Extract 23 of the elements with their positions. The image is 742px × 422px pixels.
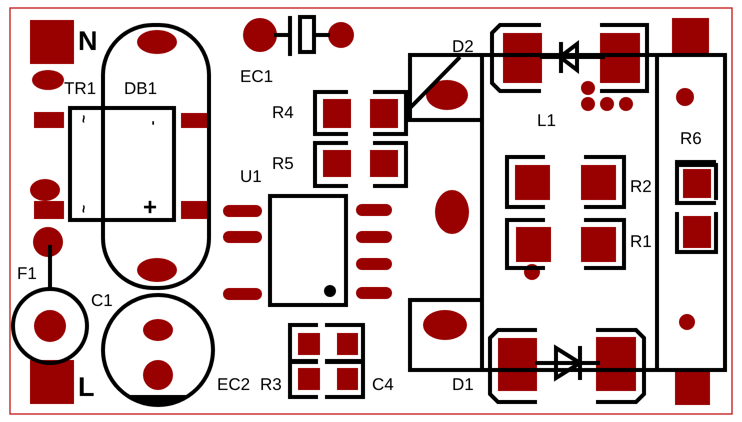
component-designator: C4 — [372, 376, 394, 393]
component-designator: EC1 — [240, 68, 274, 85]
component-designator: U1 — [240, 168, 262, 185]
component-designator: R3 — [260, 376, 282, 393]
component-designator: R1 — [630, 233, 652, 250]
component-designator: DB1 — [124, 80, 158, 97]
component-designator: D2 — [452, 38, 474, 55]
terminal-label: L — [78, 374, 94, 401]
terminal-label: N — [78, 28, 98, 55]
component-designator: R6 — [680, 130, 702, 147]
component-designator: L1 — [537, 112, 556, 129]
component-designator: F1 — [17, 265, 37, 282]
component-designator: D1 — [452, 376, 474, 393]
component-designator: R2 — [630, 178, 652, 195]
component-designator: EC2 — [217, 376, 250, 393]
component-designator: R5 — [272, 155, 294, 172]
component-designator: R4 — [272, 104, 294, 121]
polarity-mark: ~ — [77, 114, 92, 124]
polarity-mark: + — [143, 196, 158, 220]
polarity-mark: ~ — [77, 204, 92, 214]
component-designator: C1 — [91, 292, 113, 309]
component-designator: TR1 — [64, 80, 96, 97]
polarity-mark: - — [147, 120, 162, 126]
